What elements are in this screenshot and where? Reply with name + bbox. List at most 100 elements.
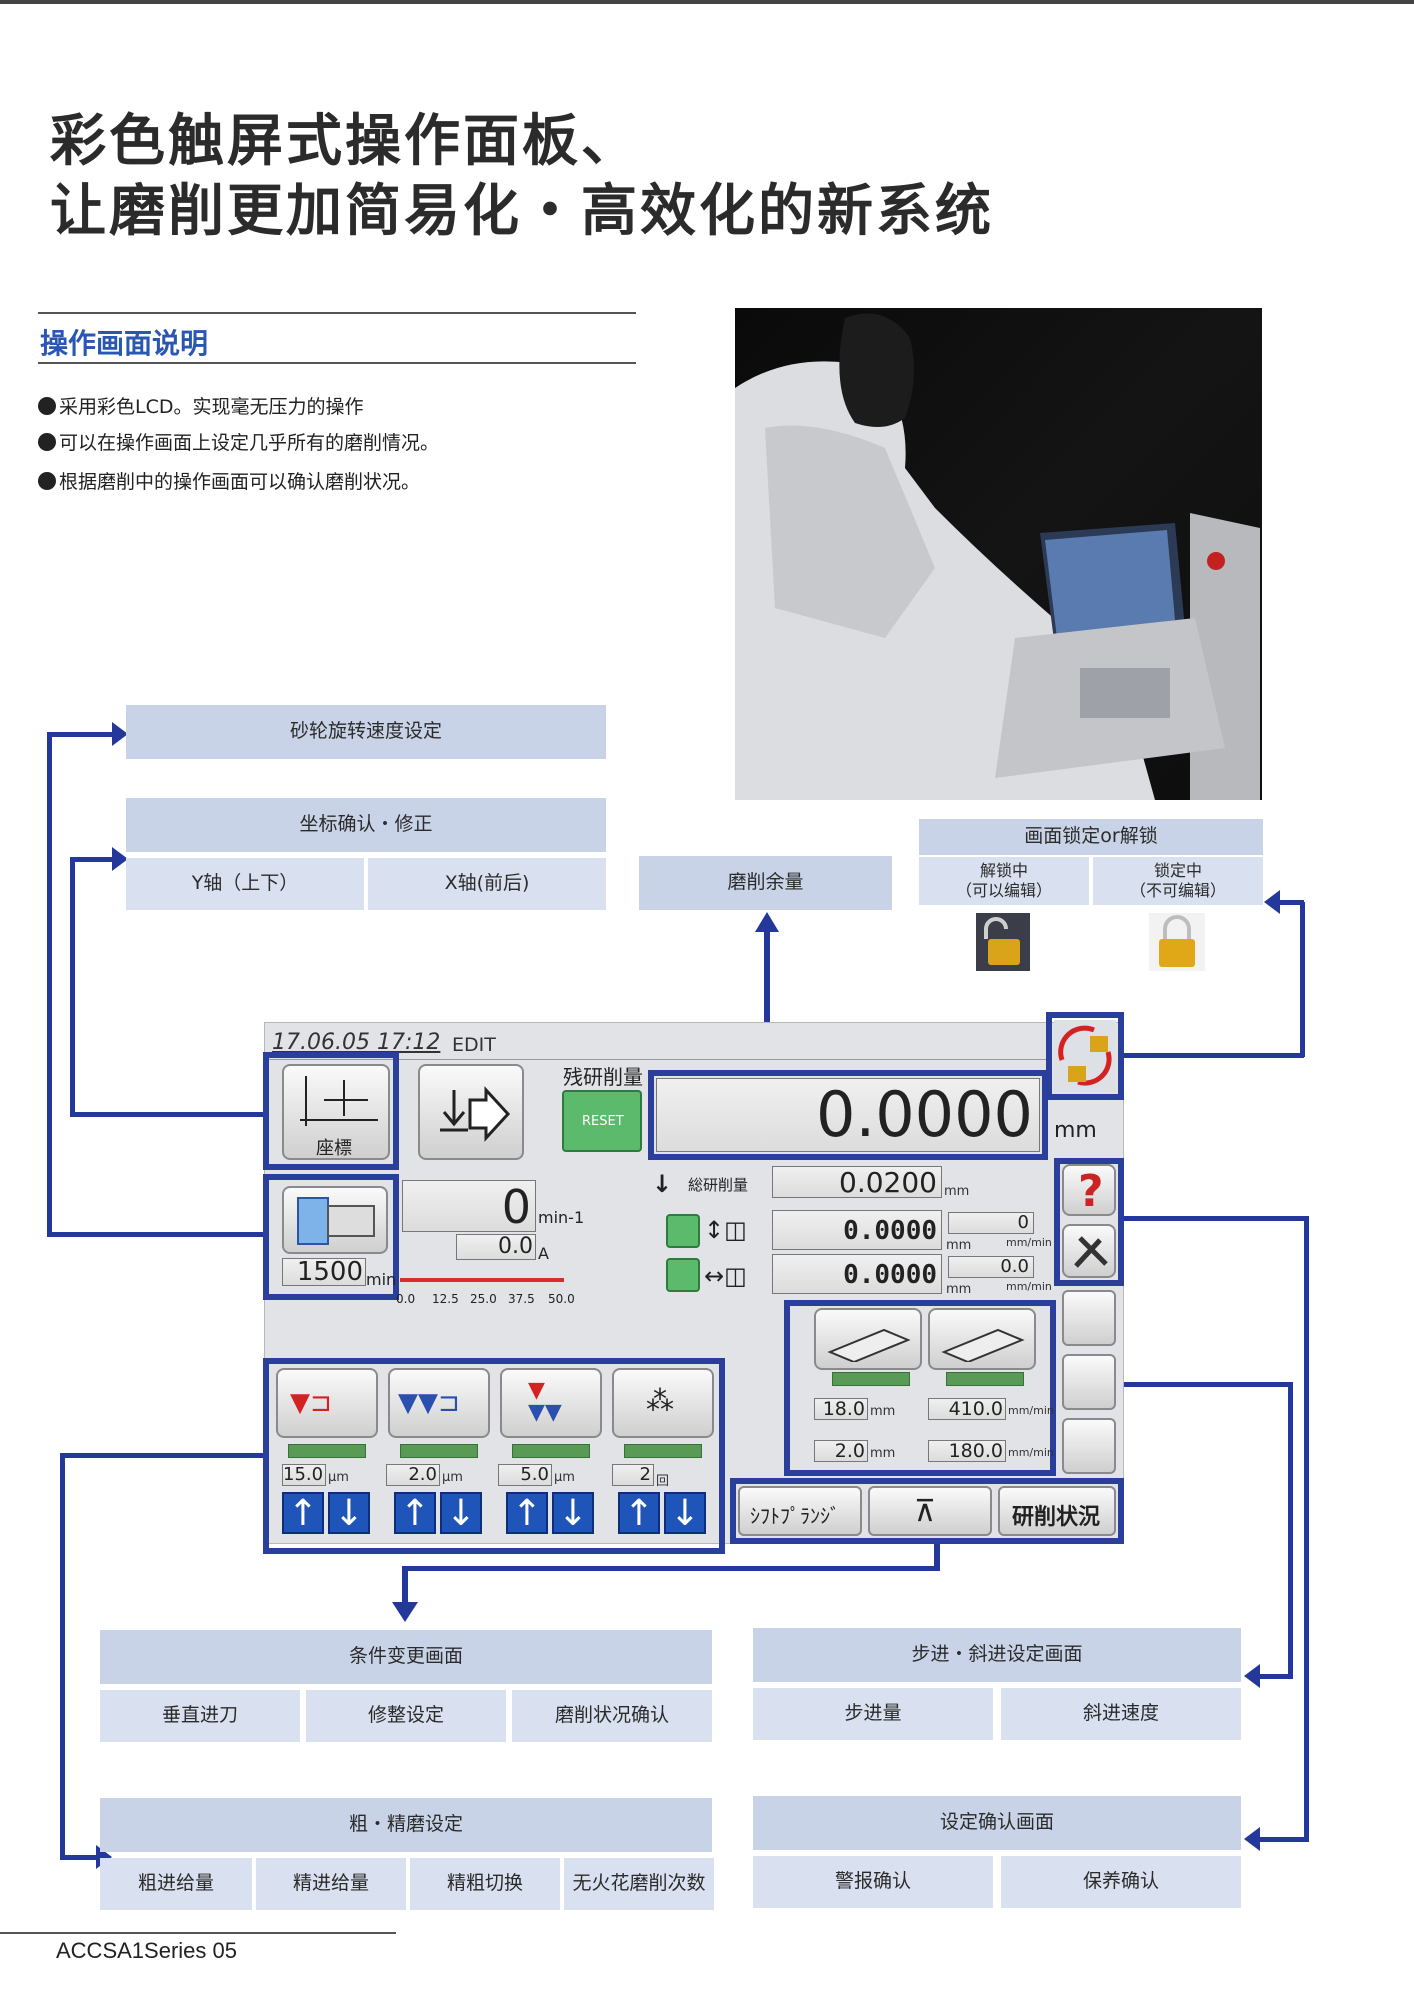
rough-feed-field[interactable]: 15.0 <box>282 1464 326 1486</box>
shift-flange-button[interactable]: ｼﾌﾄﾌﾟﾗﾝｼﾞ <box>738 1486 862 1536</box>
step-fine-field[interactable]: 2.0 <box>814 1440 868 1462</box>
step-rough-unit: mm <box>870 1404 896 1419</box>
rough-feed-up-button[interactable]: ↑ <box>282 1492 324 1534</box>
rough-fine-switch-button[interactable]: ▼▼▼ <box>500 1368 602 1438</box>
dress-up-button[interactable]: ↑ <box>506 1492 548 1534</box>
label-coord-confirm: 坐标确认・修正 <box>126 798 606 852</box>
sparkout-button[interactable]: ⁂ <box>612 1368 714 1438</box>
label-setting-confirm: 设定确认画面 <box>753 1796 1241 1850</box>
connector-line <box>1304 1216 1309 1841</box>
wheel-speed-field[interactable]: 1500 <box>282 1258 366 1286</box>
down-arrow-icon: ↓ <box>652 1170 673 1198</box>
step-fine-unit: mm <box>870 1446 896 1461</box>
unlocked-padlock-icon <box>976 913 1030 971</box>
coordinate-button[interactable]: 座標 <box>282 1064 390 1160</box>
dress-field[interactable]: 5.0 <box>498 1464 552 1486</box>
x-axis-position-field: 0.0000 <box>772 1254 942 1294</box>
dress-unit: μm <box>554 1470 575 1485</box>
heading-line-1: 彩色触屏式操作面板、 <box>50 109 640 174</box>
connector-line <box>60 1453 65 1859</box>
side-button-blank[interactable] <box>1062 1290 1116 1346</box>
side-button-blank[interactable] <box>1062 1418 1116 1474</box>
oblique-indicator <box>946 1372 1024 1386</box>
grind-status-button[interactable]: 研削状況 <box>998 1486 1116 1536</box>
label-rough-fine-switch: 精粗切换 <box>410 1858 560 1910</box>
reset-button[interactable]: RESET <box>562 1090 642 1152</box>
lock-toggle-button[interactable] <box>1054 1020 1116 1092</box>
oblique-fine-field[interactable]: 180.0 <box>928 1440 1006 1462</box>
step-rough-field[interactable]: 18.0 <box>814 1398 868 1420</box>
fine-feed-up-button[interactable]: ↑ <box>394 1492 436 1534</box>
heading-line-2: 让磨削更加简易化・高效化的新系统 <box>50 179 994 244</box>
label-step-setting: 步进・斜进设定画面 <box>753 1628 1241 1682</box>
y-axis-rate-field[interactable]: 0 <box>948 1212 1034 1234</box>
connector-line <box>402 1566 940 1571</box>
highlight-help-tools <box>1054 1158 1124 1286</box>
highlight-grind-conditions <box>263 1358 725 1554</box>
wheel-speed-button[interactable] <box>282 1186 388 1254</box>
x-axis-select-button[interactable] <box>666 1258 700 1292</box>
wheel-change-button[interactable]: ⊼ <box>868 1486 992 1536</box>
sparkout-down-button[interactable]: ↓ <box>664 1492 706 1534</box>
fine-feed-field[interactable]: 2.0 <box>386 1464 440 1486</box>
bullet-item: 可以在操作画面上设定几乎所有的磨削情况。 <box>38 428 439 455</box>
x-axis-unit: mm <box>946 1282 972 1297</box>
sparkout-count-field[interactable]: 2 <box>612 1464 654 1486</box>
label-fine-feed: 精进给量 <box>256 1858 406 1910</box>
remaining-grind-label: 残研削量 <box>563 1065 643 1089</box>
step-button[interactable] <box>814 1308 922 1370</box>
help-button[interactable]: ? <box>1062 1164 1116 1217</box>
tools-icon <box>1074 1236 1108 1268</box>
oblique-rough-unit: mm/min <box>1008 1404 1054 1417</box>
sparkout-up-button[interactable]: ↑ <box>618 1492 660 1534</box>
label-oblique-speed: 斜进速度 <box>1001 1688 1241 1740</box>
scale-tick-0: 0.0 <box>396 1292 416 1306</box>
y-axis-rate-unit: mm/min <box>1006 1236 1052 1249</box>
label-locked: 锁定中 （不可编辑） <box>1093 857 1263 905</box>
x-axis-rate-field[interactable]: 0.0 <box>948 1256 1034 1278</box>
y-axis-select-button[interactable] <box>666 1214 700 1248</box>
connector-line <box>47 732 52 1236</box>
connector-line <box>402 1566 408 1606</box>
dress-down-button[interactable]: ↓ <box>552 1492 594 1534</box>
connector-line <box>47 732 115 737</box>
shift-flange-label: ｼﾌﾄﾌﾟﾗﾝｼﾞ <box>750 1504 840 1528</box>
locked-note: （不可编辑） <box>1129 881 1226 900</box>
arrow-head <box>1244 1827 1260 1851</box>
maintenance-button[interactable] <box>1062 1224 1116 1278</box>
connector-line <box>47 1232 267 1237</box>
x-axis-wheel-icon: ↔◫ <box>704 1262 747 1290</box>
bullet-item: 采用彩色LCD。实现毫无压力的操作 <box>38 392 363 419</box>
wheel-change-icon: ⊼ <box>914 1494 936 1529</box>
connector-line <box>70 1112 267 1117</box>
connector-line <box>60 1453 270 1458</box>
remaining-value-field: 0.0000 <box>656 1078 1040 1152</box>
connector-line <box>1258 1674 1293 1679</box>
label-cond-change: 条件变更画面 <box>100 1630 712 1684</box>
label-rough-fine: 粗・精磨设定 <box>100 1798 712 1852</box>
rough-feed-button[interactable]: ▼⊐ <box>276 1368 378 1438</box>
total-grind-label: 総研削量 <box>688 1176 749 1194</box>
rough-feed-down-button[interactable]: ↓ <box>328 1492 370 1534</box>
total-grind-field[interactable]: 0.0200 <box>772 1166 942 1199</box>
side-button-blank[interactable] <box>1062 1354 1116 1410</box>
fine-feed-indicator <box>400 1444 478 1458</box>
arrow-head <box>755 912 779 932</box>
oblique-fine-unit: mm/min <box>1008 1446 1054 1459</box>
label-step-amount: 步进量 <box>753 1688 993 1740</box>
oblique-button[interactable] <box>928 1308 1036 1370</box>
section-title: 操作画面说明 <box>40 327 209 360</box>
remaining-unit: mm <box>1054 1118 1097 1143</box>
connector-line <box>70 857 75 1115</box>
oblique-rough-field[interactable]: 410.0 <box>928 1398 1006 1420</box>
label-sparkout: 无火花磨削次数 <box>564 1858 714 1910</box>
highlight-bottom-nav <box>730 1478 1124 1544</box>
total-grind-unit: mm <box>944 1184 970 1199</box>
fine-feed-button[interactable]: ▼▼⊐ <box>388 1368 490 1438</box>
label-x-axis: X轴(前后) <box>368 858 606 910</box>
fine-feed-down-button[interactable]: ↓ <box>440 1492 482 1534</box>
label-vertical-feed: 垂直进刀 <box>100 1690 300 1742</box>
retract-button[interactable] <box>418 1064 524 1160</box>
scale-tick-2: 25.0 <box>470 1292 497 1306</box>
load-meter-bar <box>400 1278 564 1282</box>
